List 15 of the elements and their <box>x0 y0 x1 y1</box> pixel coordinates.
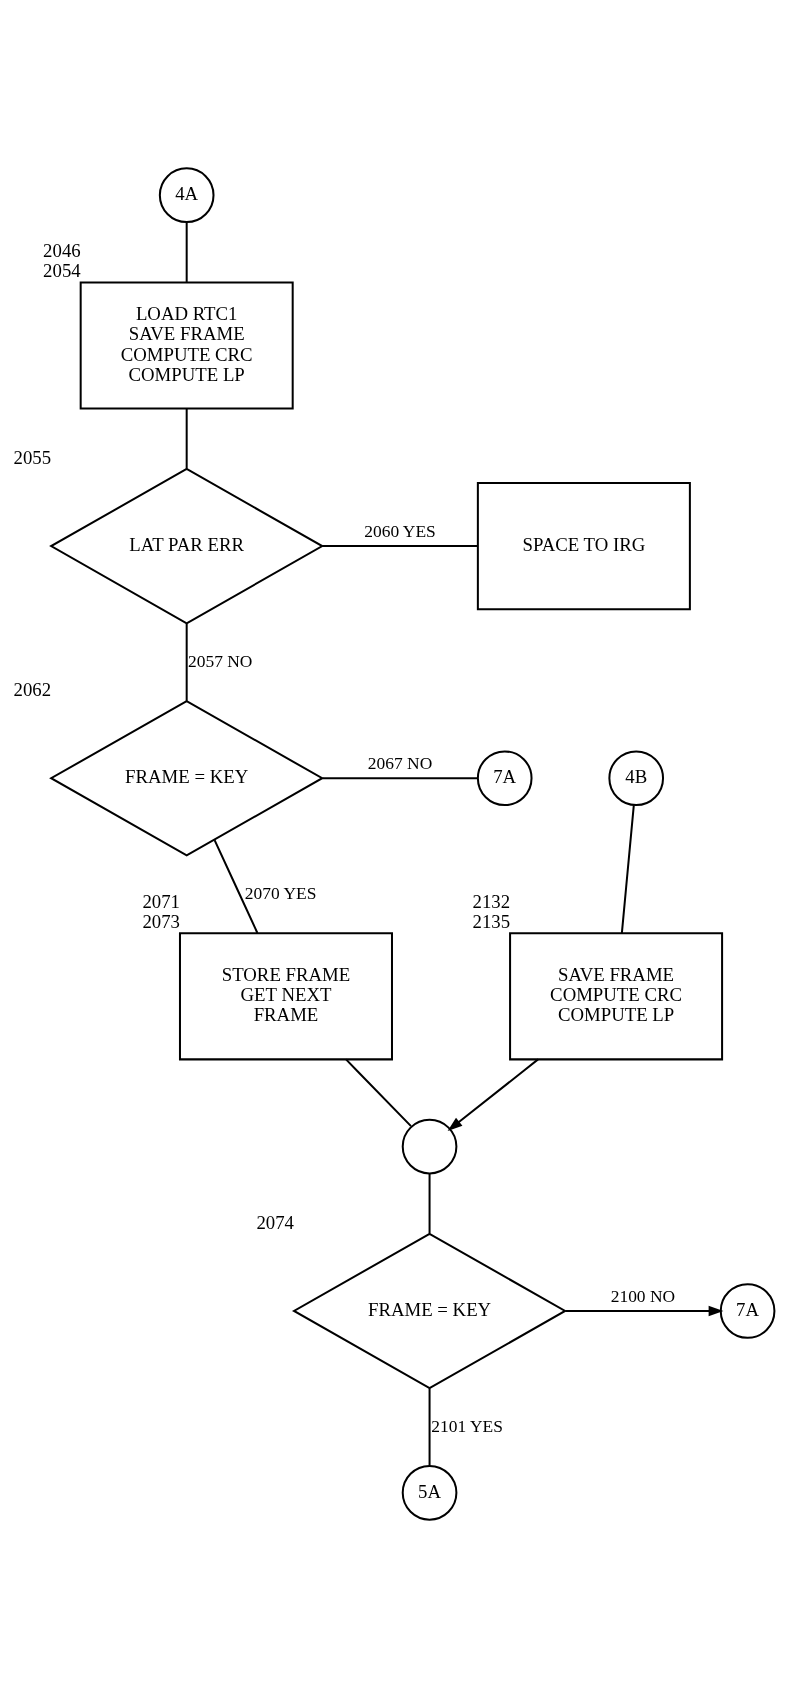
node-label: 2046 <box>43 239 81 261</box>
node-label: 2054 <box>43 259 81 281</box>
node-label: 2135 <box>472 910 511 932</box>
node-label: 2074 <box>256 1211 295 1233</box>
node-label: 2132 <box>472 890 511 912</box>
node-label: 2073 <box>142 910 180 932</box>
node-label: 2055 <box>13 446 52 468</box>
node-label: 2071 <box>142 890 180 912</box>
edge-label: 2057 NO <box>188 650 253 671</box>
node-label: 2062 <box>13 678 52 700</box>
edge-label: 2067 NO <box>367 752 433 773</box>
edge-label: 2070 YES <box>244 882 317 903</box>
edge-label: 2101 YES <box>431 1415 503 1436</box>
edge-label: 2060 YES <box>364 520 436 541</box>
edge-label: 2100 NO <box>610 1285 676 1306</box>
